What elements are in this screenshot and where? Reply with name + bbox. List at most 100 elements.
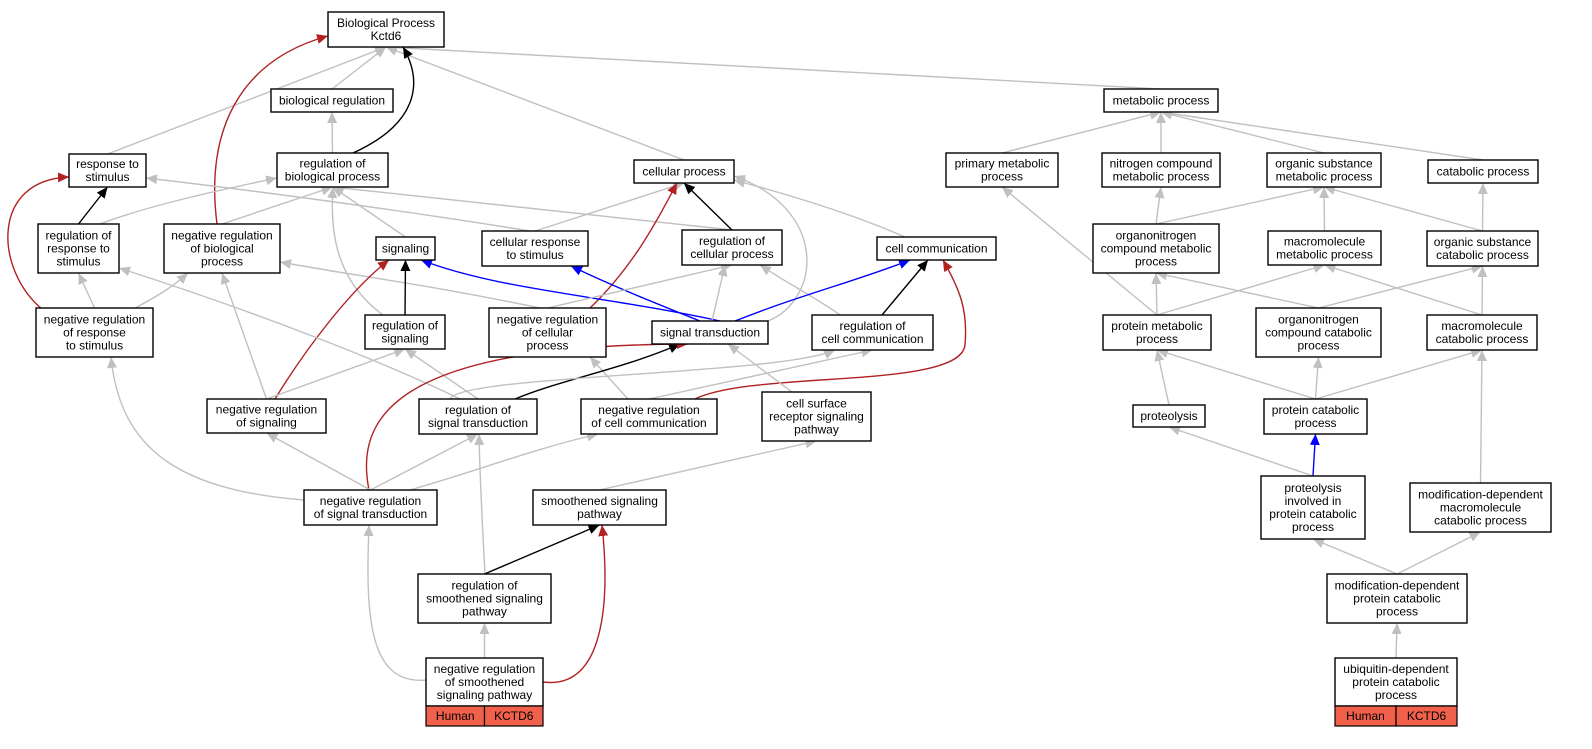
node-box bbox=[876, 236, 997, 261]
annotation-gene-cell bbox=[483, 705, 544, 727]
go-term-node-moddepmacro[interactable]: modification-dependentmacromoleculecatab… bbox=[1409, 482, 1552, 533]
node-label-line: organic substance bbox=[1275, 157, 1373, 171]
node-box bbox=[364, 314, 446, 350]
edge-is-a-regsigtrans-to-regcellcomm bbox=[449, 349, 836, 400]
node-label-line: biological process bbox=[285, 170, 380, 184]
go-term-node-cellcomm[interactable]: cell communication bbox=[876, 236, 997, 261]
node-label-line: compound metabolic bbox=[1101, 242, 1212, 256]
node-label-line: negative regulation bbox=[171, 229, 272, 243]
node-label-line: negative regulation bbox=[320, 494, 421, 508]
go-term-node-bioreg[interactable]: biological regulation bbox=[270, 88, 394, 113]
node-label-line: cell communication bbox=[821, 332, 923, 346]
edge-positively-regulates-sigtrans-to-signaling bbox=[420, 259, 721, 322]
go-term-node-sigtrans[interactable]: signal transduction bbox=[651, 320, 769, 345]
node-label-line: regulation of bbox=[299, 157, 366, 171]
node-label-line: stimulus bbox=[56, 255, 100, 269]
node-label-line: biological regulation bbox=[279, 94, 385, 108]
edge-part-of-regbio-to-root bbox=[352, 46, 415, 154]
node-box bbox=[1409, 482, 1552, 533]
go-term-node-cellproc[interactable]: cellular process bbox=[633, 159, 735, 184]
go-term-node-proteolysis[interactable]: proteolysis bbox=[1132, 404, 1206, 428]
node-box bbox=[1426, 230, 1539, 267]
node-label-line: pathway bbox=[577, 507, 622, 521]
edge-is-a-bioreg-to-root bbox=[331, 46, 387, 90]
node-label-line: protein catabolic bbox=[1272, 403, 1359, 417]
node-label-line: modification-dependent bbox=[1335, 579, 1460, 593]
edge-is-a-proteolysiscat-to-proteolysis bbox=[1168, 425, 1314, 477]
edge-negatively-regulates-negregsig-to-signaling bbox=[274, 259, 390, 400]
node-box bbox=[37, 223, 120, 274]
node-box bbox=[417, 573, 552, 624]
node-box bbox=[35, 307, 154, 358]
node-box bbox=[651, 320, 769, 345]
go-term-node-metab[interactable]: metabolic process bbox=[1103, 88, 1219, 113]
node-label-line: cell communication bbox=[885, 242, 987, 256]
node-box bbox=[270, 88, 394, 113]
node-label-line: Kctd6 bbox=[371, 29, 402, 43]
go-term-node-catab[interactable]: catabolic process bbox=[1427, 159, 1539, 184]
node-label-line: process bbox=[1297, 339, 1339, 353]
node-label-line: ubiquitin-dependent bbox=[1343, 662, 1449, 676]
edge-is-a-regsig-to-regbio bbox=[327, 186, 384, 316]
edge-is-a-negregsmooth-to-negregsigtrans bbox=[363, 524, 427, 681]
node-label-line: negative regulation bbox=[434, 662, 535, 676]
node-label-line: process bbox=[526, 339, 568, 353]
go-term-node-signaling[interactable]: signaling bbox=[375, 236, 436, 261]
edge-is-a-protcat-to-macrocat bbox=[1315, 348, 1483, 400]
node-label-line: organonitrogen bbox=[1116, 229, 1197, 243]
node-label-line: process bbox=[1136, 332, 1178, 346]
edge-is-a-cellresp-to-cellproc bbox=[534, 181, 685, 232]
node-box bbox=[68, 153, 147, 188]
node-label-line: involved in bbox=[1285, 494, 1342, 508]
edge-is-a-sigtrans-to-regcell bbox=[711, 264, 728, 322]
node-label-line: to stimulus bbox=[506, 248, 563, 262]
edge-is-a-negregcellcomm-to-regcellcomm bbox=[648, 347, 873, 400]
edge-is-a-smooth-to-cellsurf bbox=[599, 438, 817, 491]
edge-is-a-metab-to-root bbox=[385, 42, 1162, 90]
node-label-line: metabolic process bbox=[1113, 170, 1210, 184]
node-box bbox=[580, 398, 718, 435]
node-label-line: regulation of bbox=[372, 319, 439, 333]
node-box bbox=[1427, 159, 1539, 184]
node-box bbox=[1326, 573, 1468, 624]
node-label-line: negative regulation bbox=[44, 313, 145, 327]
node-box bbox=[1255, 307, 1382, 358]
edge-is-a-protmet-to-primmet bbox=[1001, 186, 1158, 316]
